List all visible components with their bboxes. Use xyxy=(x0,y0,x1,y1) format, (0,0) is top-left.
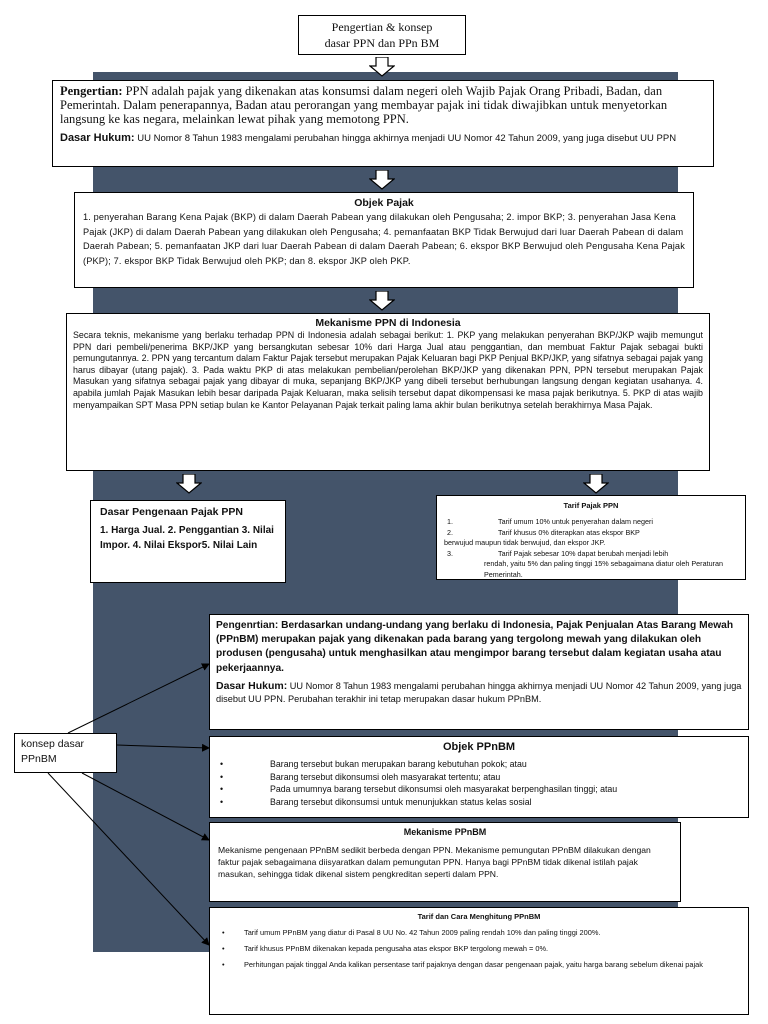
konsep-dasar-line-2: PPnBM xyxy=(21,753,57,765)
title-line-1: Pengertian & konsep xyxy=(331,20,433,34)
list-item: • Barang tersebut dikonsumsi oleh masyara… xyxy=(216,771,742,784)
konsep-dasar-box: konsep dasar PPnBM xyxy=(14,733,117,773)
dasar-hukum-ppnbm-label: Dasar Hukum: xyxy=(216,679,288,692)
title-line-2: dasar PPN dan PPn BM xyxy=(324,36,440,50)
item-number: 3. xyxy=(447,548,453,558)
down-arrow-icon xyxy=(176,474,202,494)
objek-pajak-title: Objek Pajak xyxy=(354,197,414,209)
dasar-pengenaan-box: Dasar Pengenaan Pajak PPN 1. Harga Jual.… xyxy=(90,500,286,583)
dasar-hukum-text: UU Nomor 8 Tahun 1983 mengalami perubaha… xyxy=(134,133,677,144)
bullet-icon: • xyxy=(220,784,224,794)
pengertian-label: Pengertian: xyxy=(60,84,123,98)
objek-pajak-text: 1. penyerahan Barang Kena Pajak (BKP) di… xyxy=(83,212,685,266)
list-item: 1. Tarif umum 10% untuk penyerahan dalam… xyxy=(444,517,738,528)
down-arrow-icon xyxy=(583,474,609,494)
item-text: berwujud maupun tidak berwujud, dan eksp… xyxy=(444,538,606,547)
tarif-ppnbm-box: Tarif dan Cara Menghitung PPnBM • Tarif u… xyxy=(209,907,749,1015)
pengertian-ppnbm-text: Berdasarkan undang-undang yang berlaku d… xyxy=(216,620,734,674)
item-text: rendah, yaitu 5% dan paling tinggi 15% s… xyxy=(484,559,723,579)
item-text: Barang tersebut dikonsumsi oleh masyarak… xyxy=(270,771,501,782)
list-item: 2. Tarif khusus 0% diterapkan atas ekspo… xyxy=(444,528,738,539)
bullet-icon: • xyxy=(222,960,225,969)
list-item-continuation: rendah, yaitu 5% dan paling tinggi 15% s… xyxy=(444,559,738,580)
bullet-icon: • xyxy=(222,944,225,953)
list-item: • Barang tersebut bukan merupakan barang … xyxy=(216,758,742,771)
down-arrow-icon xyxy=(369,170,395,190)
list-item: • Barang tersebut dikonsumsi untuk menunj… xyxy=(216,796,742,809)
pengertian-ppnbm-box: Pengenrtian: Berdasarkan undang-undang y… xyxy=(209,614,749,730)
pengertian-text: PPN adalah pajak yang dikenakan atas kon… xyxy=(60,84,668,126)
konsep-dasar-line-1: konsep dasar xyxy=(21,738,85,750)
diagram-title: Pengertian & konsep dasar PPN dan PPn BM xyxy=(298,15,466,55)
down-arrow-icon xyxy=(369,57,395,77)
item-text: Perhitungan pajak tinggal Anda kalikan p… xyxy=(244,960,703,969)
item-text: Tarif umum 10% untuk penyerahan dalam ne… xyxy=(498,517,654,526)
item-text: Tarif Pajak sebesar 10% dapat berubah me… xyxy=(498,548,669,558)
mekanisme-ppnbm-box: Mekanisme PPnBM Mekanisme pengenaan PPnB… xyxy=(209,822,681,902)
list-item-continuation: berwujud maupun tidak berwujud, dan eksp… xyxy=(444,538,738,549)
bullet-icon: • xyxy=(222,928,225,937)
list-item: • Perhitungan pajak tinggal Anda kalikan … xyxy=(216,959,742,970)
mekanisme-ppn-box: Mekanisme PPN di Indonesia Secara teknis… xyxy=(66,313,710,471)
bullet-icon: • xyxy=(220,796,224,807)
item-text: Pada umumnya barang tersebut dikonsumsi … xyxy=(270,784,618,794)
list-item: • Pada umumnya barang tersebut dikonsumsi… xyxy=(216,783,742,796)
bullet-icon: • xyxy=(220,759,224,769)
tarif-ppn-box: Tarif Pajak PPN 1. Tarif umum 10% untuk … xyxy=(436,495,746,580)
dasar-hukum-label: Dasar Hukum: xyxy=(60,132,135,144)
item-number: 1. xyxy=(447,517,453,526)
list-item: 3. Tarif Pajak sebesar 10% dapat berubah… xyxy=(444,549,738,560)
tarif-ppnbm-title: Tarif dan Cara Menghitung PPnBM xyxy=(417,912,541,921)
list-item: • Tarif khusus PPnBM dikenakan kepada pen… xyxy=(216,943,742,954)
down-arrow-icon xyxy=(369,291,395,311)
item-number: 2. xyxy=(447,527,453,537)
dasar-hukum-ppnbm-text: UU Nomor 8 Tahun 1983 mengalami perubaha… xyxy=(216,680,742,704)
mekanisme-ppn-title: Mekanisme PPN di Indonesia xyxy=(315,317,461,329)
objek-ppnbm-box: Objek PPnBM • Barang tersebut bukan merup… xyxy=(209,736,749,818)
dasar-pengenaan-title: Dasar Pengenaan Pajak PPN xyxy=(100,506,243,518)
list-item: • Tarif umum PPnBM yang diatur di Pasal 8… xyxy=(216,927,742,938)
bullet-icon: • xyxy=(220,771,224,782)
pengertian-ppnbm-label: Pengenrtian: xyxy=(216,620,279,631)
tarif-ppn-title: Tarif Pajak PPN xyxy=(563,501,619,510)
item-text: Tarif umum PPnBM yang diatur di Pasal 8 … xyxy=(244,928,601,937)
objek-ppnbm-title: Objek PPnBM xyxy=(442,741,516,753)
dasar-pengenaan-text: 1. Harga Jual. 2. Penggantian 3. Nilai I… xyxy=(100,525,274,551)
objek-pajak-box: Objek Pajak 1. penyerahan Barang Kena Pa… xyxy=(74,192,694,288)
item-text: Barang tersebut bukan merupakan barang k… xyxy=(270,759,527,769)
mekanisme-ppnbm-title: Mekanisme PPnBM xyxy=(403,827,487,837)
mekanisme-ppnbm-text: Mekanisme pengenaan PPnBM sedikit berbed… xyxy=(218,845,651,879)
mekanisme-ppn-text: Secara teknis, mekanisme yang berlaku te… xyxy=(73,330,703,410)
item-text: Barang tersebut dikonsumsi untuk menunju… xyxy=(270,796,532,807)
pengertian-ppn-box: Pengertian: PPN adalah pajak yang dikena… xyxy=(52,80,714,167)
item-text: Tarif khusus PPnBM dikenakan kepada peng… xyxy=(244,944,549,953)
item-text: Tarif khusus 0% diterapkan atas ekspor B… xyxy=(498,527,640,537)
